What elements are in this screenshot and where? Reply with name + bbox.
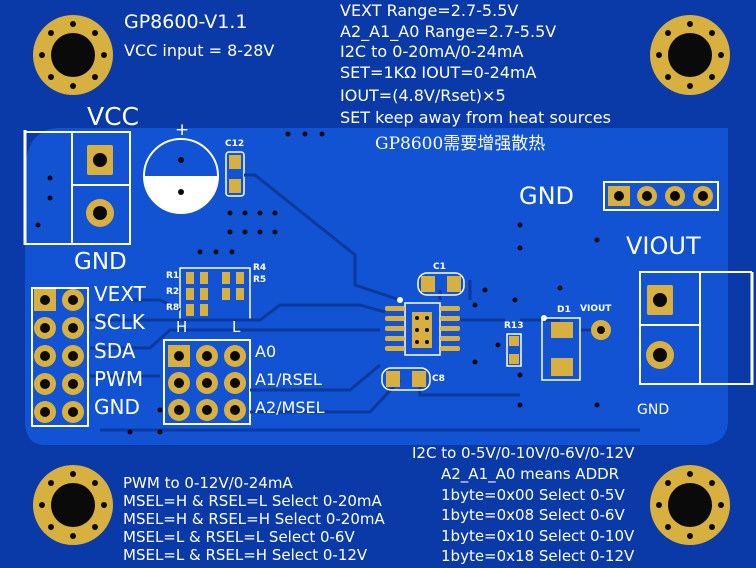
spec-line: SET keep away from heat sources <box>340 108 611 127</box>
gnd-header-label: GND <box>519 182 575 210</box>
pwm-note: PWM to 0-12V/0-24mA <box>123 474 293 492</box>
pin-label-sclk: SCLK <box>94 310 145 334</box>
r8-label: R8 <box>166 303 180 313</box>
jumper-low-label: L <box>232 318 241 336</box>
gnd-output-label: GND <box>637 402 670 418</box>
pin-hole <box>68 379 78 389</box>
jumper-a2-label: A2/MSEL <box>255 398 325 417</box>
d1-label: D1 <box>557 305 571 315</box>
capacitor-c1 <box>417 272 465 296</box>
pin-hole <box>230 378 240 388</box>
jumper-a0-label: A0 <box>255 342 277 361</box>
i2c-note: 1byte=0x08 Select 0-6V <box>441 506 625 524</box>
mounting-hole-top-left <box>33 15 113 95</box>
capacitor-c12 <box>225 151 245 197</box>
spec-line: A2_A1_A0 Range=2.7-5.5V <box>340 22 557 41</box>
spec-line: IOUT=(4.8V/Rset)×5 <box>340 86 506 105</box>
gnd-terminal-label: GND <box>74 249 127 275</box>
pin-label-gnd: GND <box>94 395 140 419</box>
pin-hole <box>202 405 212 415</box>
electrolytic-capacitor <box>143 138 219 214</box>
pin-label-pwm: PWM <box>94 367 144 391</box>
c8-label: C8 <box>432 374 445 384</box>
c12-label: C12 <box>225 139 245 149</box>
pin-hole <box>68 351 78 361</box>
board-title: GP8600-V1.1 <box>124 11 248 33</box>
pwm-note: MSEL=H & RSEL=L Select 0-20mA <box>123 492 382 510</box>
viout-pad-label: VIOUT <box>580 304 612 314</box>
resistor-r13 <box>506 333 522 367</box>
i2c-note: A2_A1_A0 means ADDR <box>441 465 620 483</box>
signal-header <box>31 287 89 427</box>
jumper-a1-label: A1/RSEL <box>255 370 322 389</box>
pin-label-vext: VEXT <box>94 282 146 306</box>
pin-hole <box>230 351 240 361</box>
pin-hole <box>174 351 184 361</box>
capacitor-c8 <box>381 367 431 391</box>
i2c-note: I2C to 0-5V/0-10V/0-6V/0-12V <box>412 444 635 462</box>
mounting-hole-bottom-left <box>33 465 113 545</box>
r5-label: R5 <box>253 275 267 285</box>
gnd-header <box>603 181 719 211</box>
heat-note: GP8600需要增强散热 <box>375 134 546 154</box>
spec-line: I2C to 0-20mA/0-24mA <box>340 42 524 61</box>
jumper-high-label: H <box>176 318 188 336</box>
pin-hole <box>40 351 50 361</box>
pin-hole <box>68 295 78 305</box>
pin-hole <box>68 323 78 333</box>
spec-line: VEXT Range=2.7-5.5V <box>340 1 519 20</box>
c1-label: C1 <box>433 262 446 272</box>
r13-label: R13 <box>504 321 524 331</box>
traces <box>90 173 640 432</box>
vias <box>35 131 600 435</box>
pin-hole <box>202 378 212 388</box>
pin-hole <box>40 323 50 333</box>
capacitor-plus-mark: + <box>175 120 190 140</box>
vcc-label: VCC <box>87 102 140 131</box>
spec-line: SET=1KΩ IOUT=0-24mA <box>340 63 537 82</box>
pwm-note: MSEL=H & RSEL=H Select 0-20mA <box>123 510 385 528</box>
r4-label: R4 <box>253 263 267 273</box>
pin-label-sda: SDA <box>94 339 136 363</box>
vcc-input-label: VCC input = 8-28V <box>124 41 275 60</box>
r2-label: R2 <box>166 287 180 297</box>
viout-label: VIOUT <box>626 232 701 260</box>
viout-terminal <box>639 271 754 385</box>
pin-hole <box>174 378 184 388</box>
jumper-header <box>163 339 251 425</box>
pin-hole <box>174 405 184 415</box>
pwm-note: MSEL=L & RSEL=L Select 0-6V <box>123 528 355 546</box>
mounting-hole-top-right <box>650 15 730 95</box>
pin-hole <box>202 351 212 361</box>
pwm-note: MSEL=L & RSEL=H Select 0-12V <box>123 546 368 564</box>
pin-hole <box>40 295 50 305</box>
i2c-note: 1byte=0x00 Select 0-5V <box>441 486 625 504</box>
mounting-hole-bottom-right <box>650 465 730 545</box>
pin-hole <box>40 407 50 417</box>
viout-test-pad <box>591 320 611 340</box>
pin-hole <box>40 379 50 389</box>
i2c-note: 1byte=0x18 Select 0-12V <box>441 547 635 565</box>
pin-hole <box>68 407 78 417</box>
r1-label: R1 <box>166 271 180 281</box>
vcc-terminal <box>23 130 131 245</box>
diode-d1 <box>541 315 581 381</box>
ic-gp8600 <box>385 297 460 356</box>
i2c-note: 1byte=0x10 Select 0-10V <box>441 527 635 545</box>
pin-hole <box>230 405 240 415</box>
